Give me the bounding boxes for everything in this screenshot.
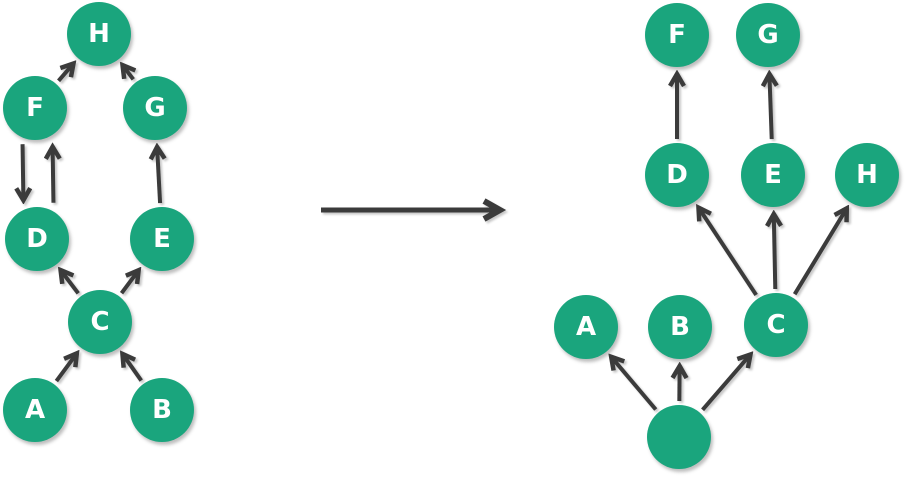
left-graph-edges [23, 64, 161, 383]
node-left-f: F [3, 76, 67, 140]
node-right-f: F [645, 3, 709, 67]
edge-right-e-to-g [769, 75, 771, 140]
edge-left-f-to-d [23, 144, 24, 199]
node-right-root [647, 405, 711, 469]
edge-left-a-to-c [54, 354, 76, 383]
edge-right-root-to-a [612, 358, 658, 411]
edge-left-f-to-h [57, 64, 73, 83]
right-graph-edges [612, 75, 847, 412]
node-left-g: G [123, 76, 187, 140]
node-left-c: C [68, 290, 132, 354]
edge-left-e-to-g [157, 148, 160, 204]
edge-right-root-to-c [701, 355, 750, 412]
edge-right-c-to-h [792, 209, 847, 296]
node-left-a: A [3, 378, 67, 442]
edge-left-b-to-c [123, 355, 143, 382]
edge-right-c-to-e [774, 215, 775, 290]
node-right-b: B [648, 295, 712, 359]
node-right-a: A [554, 295, 618, 359]
edge-left-c-to-d [61, 271, 80, 295]
node-left-e: E [130, 207, 194, 271]
node-right-g: G [736, 3, 800, 67]
node-right-e: E [741, 143, 805, 207]
node-left-d: D [5, 207, 69, 271]
edge-left-g-to-h [123, 66, 133, 81]
node-right-h: H [835, 143, 899, 207]
edge-left-d-to-f [53, 148, 54, 203]
node-left-h: H [67, 2, 131, 66]
node-right-d: D [645, 143, 709, 207]
edge-right-c-to-d [699, 208, 758, 297]
edge-left-c-to-e [119, 271, 139, 295]
node-right-c: C [744, 293, 808, 357]
node-left-b: B [130, 378, 194, 442]
